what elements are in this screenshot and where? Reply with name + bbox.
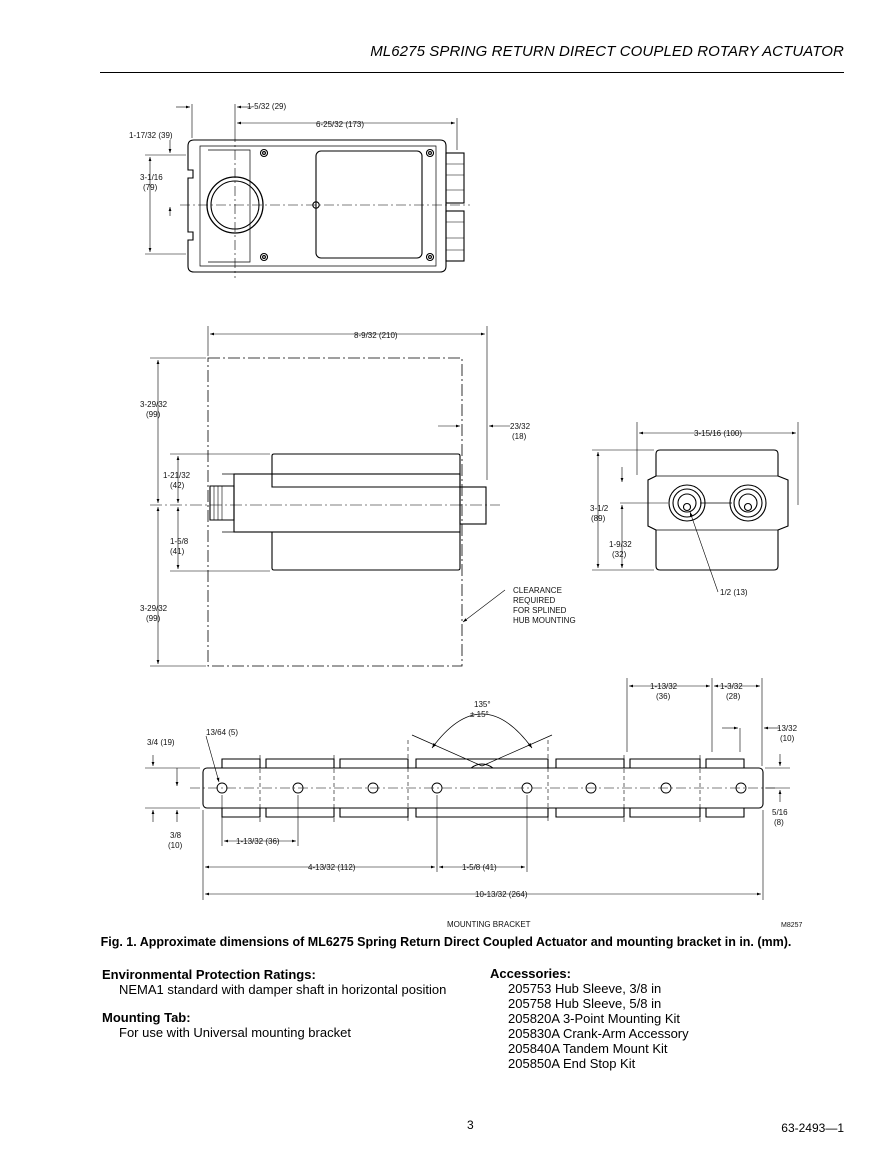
side-dim-5b: (41) [170, 547, 185, 556]
bracket-dim-6a: 5/16 [772, 808, 788, 817]
specs-column: Environmental Protection Ratings: NEMA1 … [102, 967, 446, 1040]
top-view [145, 104, 470, 278]
bracket-dim-7a: 3/8 [170, 831, 182, 840]
clearance-line-1: CLEARANCE [513, 586, 562, 595]
end-dim-4: 1/2 (13) [720, 588, 748, 597]
accessories-heading: Accessories: [490, 966, 571, 981]
top-dim-2: 6-25/32 (173) [316, 120, 364, 129]
bracket-dim-1: 13/64 (5) [206, 728, 238, 737]
end-dim-1: 3-15/16 (100) [694, 429, 742, 438]
document-number: 63-2493—1 [781, 1121, 844, 1135]
end-dim-2a: 3-1/2 [590, 504, 609, 513]
side-dim-2a: 3-29/32 [140, 400, 168, 409]
header-rule [100, 72, 844, 73]
side-dim-2b: (99) [146, 410, 161, 419]
accessories-column: Accessories: 205753 Hub Sleeve, 3/8 in 2… [490, 966, 689, 1071]
top-dim-3: 1-17/32 (39) [129, 131, 173, 140]
accessory-item: 205850A End Stop Kit [508, 1056, 636, 1071]
bracket-dim-7b: (10) [168, 841, 183, 850]
bracket-dim-11: 10-13/32 (264) [475, 890, 528, 899]
page-header-title: ML6275 SPRING RETURN DIRECT COUPLED ROTA… [370, 43, 844, 60]
side-dim-6b: (99) [146, 614, 161, 623]
accessories-list: 205753 Hub Sleeve, 3/8 in 205758 Hub Sle… [490, 981, 689, 1071]
end-dim-3a: 1-9/32 [609, 540, 632, 549]
bracket-dim-2: 3/4 (19) [147, 738, 175, 747]
accessory-item: 205830A Crank-Arm Accessory [508, 1026, 689, 1041]
mounting-tab-text: For use with Universal mounting bracket [119, 1025, 351, 1040]
accessory-item: 205758 Hub Sleeve, 5/8 in [508, 996, 662, 1011]
figure-caption: Fig. 1. Approximate dimensions of ML6275… [100, 935, 792, 949]
bracket-dim-10: 1-5/8 (41) [462, 863, 497, 872]
dimension-drawing: 1-5/32 (29) 6-25/32 (173) 1-17/32 (39) 3… [129, 102, 803, 929]
bracket-dim-9: 4-13/32 (112) [308, 863, 356, 872]
bracket-label: MOUNTING BRACKET [447, 920, 531, 929]
figure-code: M8257 [781, 922, 803, 929]
bracket-dim-6b: (8) [774, 818, 784, 827]
side-dim-1: 8-9/32 (210) [354, 331, 398, 340]
bracket-dim-4a: 1-3/32 [720, 682, 743, 691]
page-number: 3 [467, 1118, 474, 1132]
env-ratings-heading: Environmental Protection Ratings: [102, 967, 316, 982]
side-dim-6a: 3-29/32 [140, 604, 168, 613]
side-view [150, 326, 510, 667]
mounting-tab-heading: Mounting Tab: [102, 1010, 191, 1025]
accessory-item: 205840A Tandem Mount Kit [508, 1041, 668, 1056]
bracket-angle-a: 135° [474, 700, 491, 709]
top-dim-4a: 3-1/16 [140, 173, 163, 182]
side-dim-4b: (42) [170, 481, 185, 490]
mounting-bracket-view [145, 678, 790, 900]
bracket-angle-b: ± 15° [470, 710, 489, 719]
env-ratings-text: NEMA1 standard with damper shaft in hori… [119, 982, 447, 997]
end-dim-3b: (32) [612, 550, 627, 559]
side-dim-3a: 23/32 [510, 422, 531, 431]
end-dim-2b: (89) [591, 514, 606, 523]
side-dim-3b: (18) [512, 432, 527, 441]
side-dim-4a: 1-21/32 [163, 471, 191, 480]
accessory-item: 205753 Hub Sleeve, 3/8 in [508, 981, 662, 996]
top-dim-1: 1-5/32 (29) [247, 102, 286, 111]
clearance-line-3: FOR SPLINED [513, 606, 567, 615]
bracket-dim-5a: 13/32 [777, 724, 798, 733]
side-dim-5a: 1-5/8 [170, 537, 189, 546]
top-dim-4b: (79) [143, 183, 158, 192]
bracket-dim-5b: (10) [780, 734, 795, 743]
clearance-line-2: REQUIRED [513, 596, 555, 605]
bracket-dim-3b: (36) [656, 692, 671, 701]
accessory-item: 205820A 3-Point Mounting Kit [508, 1011, 681, 1026]
clearance-line-4: HUB MOUNTING [513, 616, 576, 625]
bracket-dim-3a: 1-13/32 [650, 682, 678, 691]
bracket-dim-4b: (28) [726, 692, 741, 701]
end-view [592, 422, 799, 593]
bracket-dim-8: 1-13/32 (36) [236, 837, 280, 846]
